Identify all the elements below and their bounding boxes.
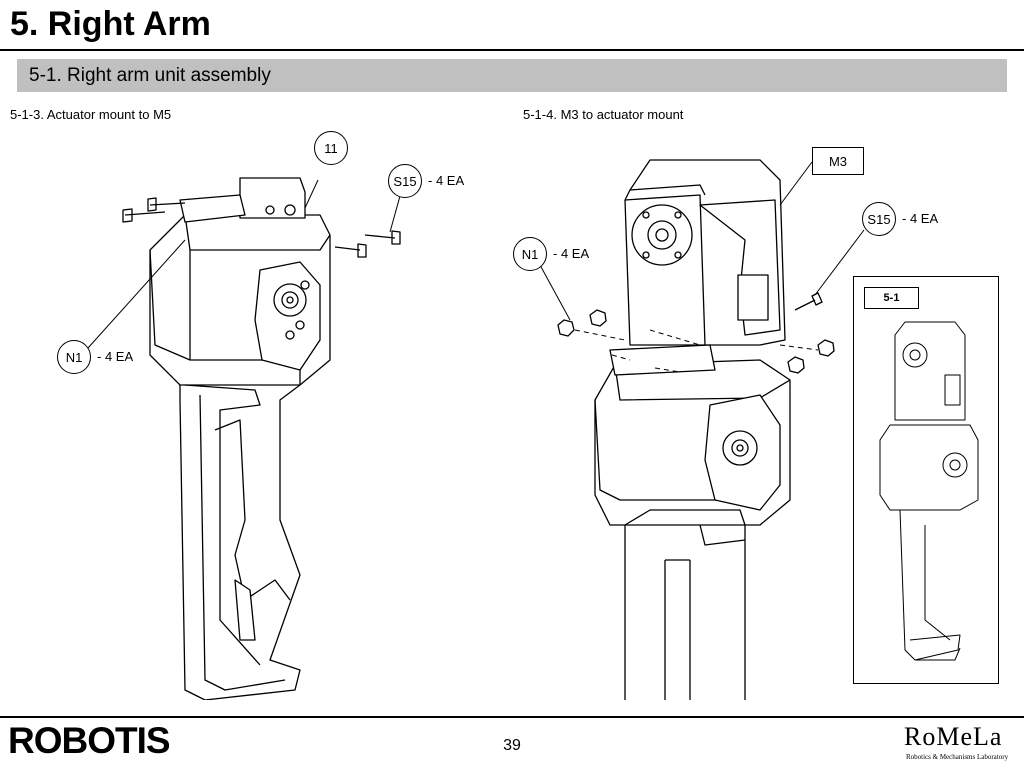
step-label-5-1-3: 5-1-3. Actuator mount to M5 (10, 107, 172, 122)
section-title: 5-1. Right arm unit assembly (29, 65, 271, 86)
romela-logo: RoMeLa Robotics & Mechanisms Laboratory (904, 722, 1018, 764)
left-assembly-drawing (87, 177, 401, 700)
qty-nut-n1-right: - 4 EA (553, 246, 590, 261)
qty-nut-n1-left: - 4 EA (97, 349, 134, 364)
right-assembly-drawing (539, 159, 865, 700)
qty-screw-s15-left: - 4 EA (428, 173, 465, 188)
step-label-5-1-4: 5-1-4. M3 to actuator mount (523, 107, 684, 122)
callout-part-11: 11 (314, 131, 348, 165)
romela-tagline: Robotics & Mechanisms Laboratory (906, 753, 1009, 761)
robotis-logo: ROBOTIS (8, 720, 171, 761)
assembly-illustration (87, 159, 979, 700)
callout-nut-n1-right: N1 (513, 237, 547, 271)
inset-drawing (879, 321, 979, 661)
title-divider (0, 49, 1024, 51)
romela-wordmark: RoMeLa (904, 722, 1003, 751)
page-title: 5. Right Arm (10, 5, 211, 43)
callout-nut-n1-left: N1 (57, 340, 91, 374)
callout-screw-s15-right: S15 (862, 202, 896, 236)
footer-divider (0, 716, 1024, 718)
page-number: 39 (503, 737, 521, 754)
inset-label: 5-1 (864, 287, 919, 309)
callout-screw-s15-left: S15 (388, 164, 422, 198)
callout-module-m3: M3 (812, 147, 864, 175)
inset-reference-box: 5-1 (853, 276, 999, 684)
section-header-bar: 5-1. Right arm unit assembly (17, 59, 1007, 92)
qty-screw-s15-right: - 4 EA (902, 211, 939, 226)
